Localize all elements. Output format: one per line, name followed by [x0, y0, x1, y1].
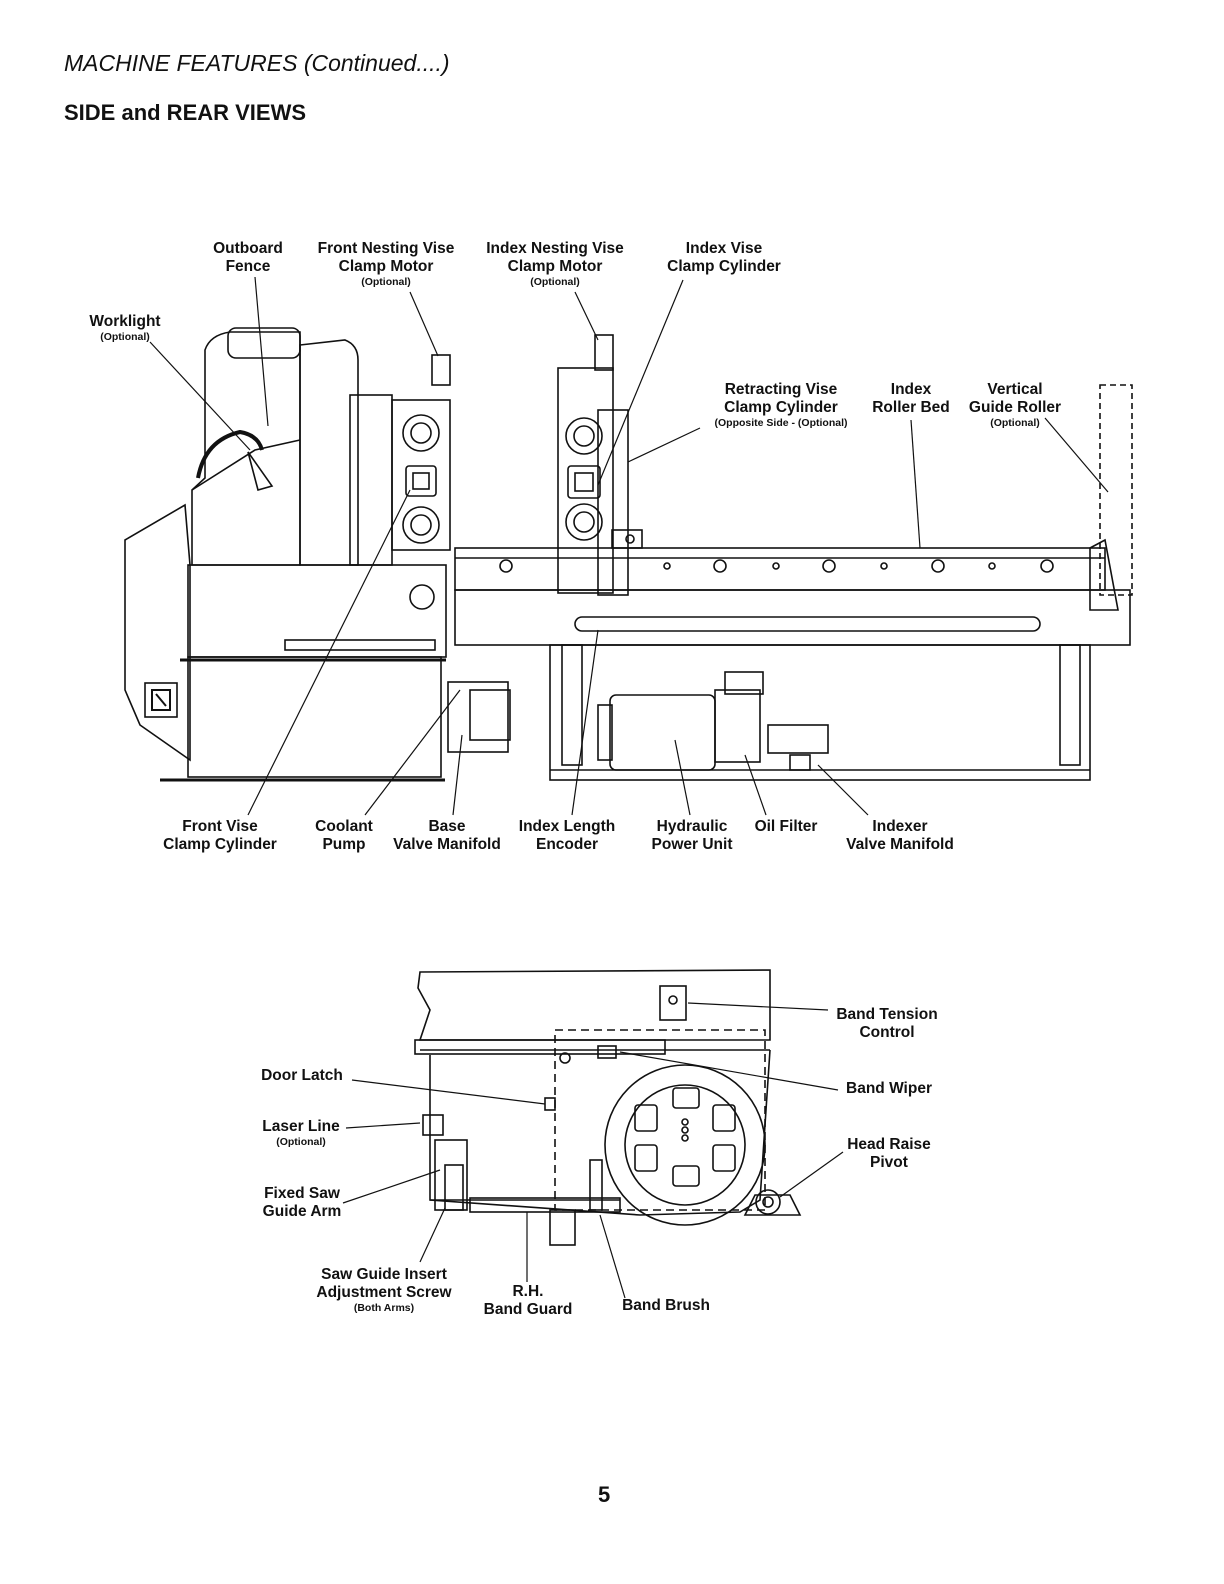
index-track — [574, 616, 1041, 632]
rear-view-drawing — [414, 969, 802, 1246]
label-front-nesting-vise: Front Nesting Vise Clamp Motor (Optional… — [317, 240, 455, 288]
band-guard — [469, 1197, 621, 1213]
label-outboard-fence: Outboard Fence — [213, 240, 283, 275]
worklight-arm — [196, 429, 264, 479]
label-oil-filter: Oil Filter — [754, 818, 818, 835]
label-index-roller-bed: Index Roller Bed — [872, 381, 950, 416]
base-cabinet-lower — [187, 656, 442, 778]
index-nesting-motor — [594, 334, 614, 371]
label-base-valve-manifold: Base Valve Manifold — [393, 818, 501, 853]
label-door-latch: Door Latch — [261, 1067, 343, 1084]
base-cabinet-upper — [187, 564, 447, 658]
motor-housing — [227, 327, 301, 359]
label-saw-guide-insert: Saw Guide Insert Adjustment Screw (Both … — [316, 1266, 452, 1314]
label-head-raise-pivot: Head Raise Pivot — [847, 1136, 931, 1171]
front-nesting-motor — [431, 354, 451, 386]
label-vertical-guide-roller: Vertical Guide Roller (Optional) — [968, 381, 1062, 429]
label-band-brush: Band Brush — [622, 1297, 710, 1314]
side-cover — [124, 503, 191, 762]
base-manifold — [447, 681, 509, 753]
indexer-manifold — [767, 724, 829, 754]
label-index-length-encoder: Index Length Encoder — [518, 818, 616, 853]
roller-bed — [454, 547, 1106, 591]
wheel-spokes — [634, 1087, 736, 1187]
label-retracting-vise: Retracting Vise Clamp Cylinder (Opposite… — [714, 381, 848, 429]
page-number: 5 — [598, 1482, 611, 1507]
side-leaders — [149, 276, 1109, 816]
label-index-nesting-vise: Index Nesting Vise Clamp Motor (Optional… — [486, 240, 624, 288]
label-rh-band-guard: R.H. Band Guard — [483, 1283, 573, 1318]
vertical-guide-roller — [1099, 384, 1133, 596]
label-indexer-valve-manifold: Indexer Valve Manifold — [846, 818, 954, 853]
label-laser-line: Laser Line (Optional) — [262, 1118, 340, 1148]
front-vise-block — [391, 399, 451, 551]
index-vise-column — [557, 367, 614, 594]
saw-head-shell — [299, 339, 359, 566]
laser-line — [422, 1114, 444, 1136]
label-band-tension-control: Band Tension Control — [836, 1006, 938, 1041]
logo-box — [144, 682, 178, 718]
rear-door — [554, 1029, 766, 1211]
side-view-drawing — [124, 327, 1133, 782]
label-fixed-saw-guide-arm: Fixed Saw Guide Arm — [262, 1185, 342, 1220]
bed-rollers — [499, 559, 1054, 573]
page-subtitle: SIDE and REAR VIEWS — [64, 100, 307, 125]
hydraulic-power-unit — [609, 694, 716, 771]
head-raise-pivot — [755, 1189, 781, 1215]
rear-frame — [429, 1049, 771, 1216]
section-heading: MACHINE FEATURES (Continued....) — [64, 50, 450, 76]
rear-leaders — [342, 1002, 844, 1299]
band-tension-control — [659, 985, 687, 1021]
label-worklight: Worklight (Optional) — [89, 313, 161, 343]
label-band-wiper: Band Wiper — [846, 1080, 932, 1097]
lower-frame — [549, 644, 1091, 781]
band-wheel — [604, 1064, 766, 1226]
label-index-vise-clamp: Index Vise Clamp Cylinder — [667, 240, 781, 275]
label-front-vise-clamp: Front Vise Clamp Cylinder — [163, 818, 277, 853]
label-coolant-pump: Coolant Pump — [315, 818, 373, 853]
label-hydraulic-power-unit: Hydraulic Power Unit — [651, 818, 733, 853]
worklight-lamp — [247, 451, 274, 491]
saw-head-body — [191, 331, 301, 566]
